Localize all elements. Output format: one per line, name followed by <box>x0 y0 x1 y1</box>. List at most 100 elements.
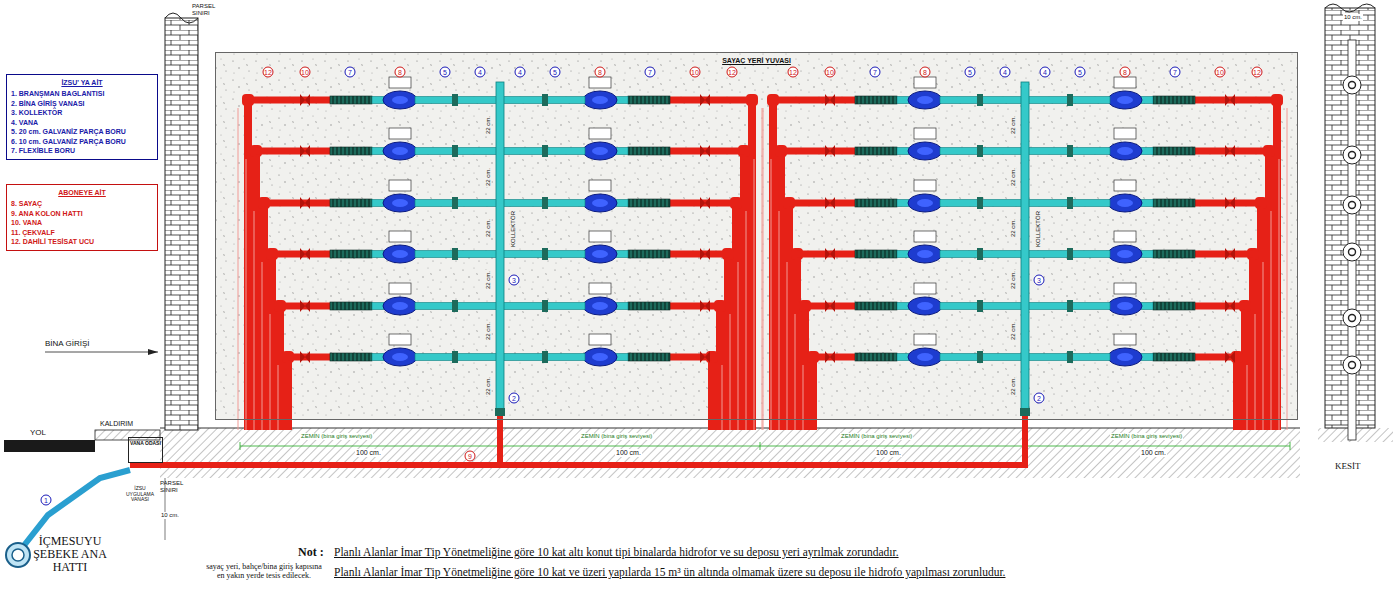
water-meter <box>592 96 608 104</box>
dimension-label: 10 cm. <box>1343 14 1363 21</box>
meter-tag <box>914 231 936 242</box>
section-meter <box>1349 202 1356 209</box>
water-meter <box>592 250 608 258</box>
meter-tag <box>389 128 411 139</box>
dimension-label: 22 cm. <box>1010 376 1017 396</box>
valve <box>542 300 548 312</box>
water-meter <box>917 302 933 310</box>
water-meter <box>592 199 608 207</box>
dimension-label: 100 cm. <box>355 449 382 457</box>
legend-item: 1. BRANŞMAN BAGLANTISI <box>11 89 153 98</box>
dimension-label: 22 cm. <box>485 218 492 238</box>
riser-pipe <box>779 211 780 430</box>
riser-pipe <box>278 365 279 430</box>
water-meter <box>383 245 417 263</box>
main-column-pipe <box>1022 415 1028 468</box>
riser-pipe <box>809 353 817 430</box>
callout-number: 10 <box>1215 67 1226 78</box>
flexible-pipe <box>1153 147 1195 155</box>
water-meter <box>1117 250 1133 258</box>
water-meter <box>1117 302 1133 310</box>
water-meter <box>383 348 417 366</box>
valve <box>300 351 310 363</box>
parcel-wall <box>165 18 198 430</box>
meter-tag <box>914 180 936 191</box>
valve-chamber: VANA ODASI <box>128 437 163 463</box>
valve <box>452 351 458 363</box>
legend-item: 8. SAYAÇ <box>11 199 153 208</box>
water-meter <box>392 353 408 361</box>
valve <box>542 145 548 157</box>
red-pipe <box>248 97 330 104</box>
riser-pipe <box>801 302 809 430</box>
callout-number: 4 <box>515 67 526 78</box>
valve <box>1225 145 1235 157</box>
riser-pipe <box>254 211 255 430</box>
callout-number: 9 <box>465 451 476 462</box>
valve <box>452 197 458 209</box>
valve <box>977 94 983 106</box>
flexible-pipe <box>330 353 372 361</box>
red-pipe <box>781 148 855 155</box>
flexible-pipe <box>330 199 372 207</box>
riser-pipe <box>244 96 252 430</box>
riser-pipe <box>1257 199 1265 430</box>
flexible-pipe <box>1153 199 1195 207</box>
flexible-pipe <box>855 250 897 258</box>
riser-pipe <box>1233 353 1241 430</box>
water-meter <box>383 91 417 109</box>
flexible-pipe <box>628 250 670 258</box>
section-pipe <box>1348 40 1356 440</box>
water-meter <box>392 250 408 258</box>
collector-label: KOLLEKTÖR <box>1035 210 1042 248</box>
riser-pipe <box>769 96 777 430</box>
main-column-pipe <box>130 462 1028 468</box>
legend-item: 6. 10 cm. GALVANİZ PARÇA BORU <box>11 137 153 146</box>
water-meter <box>1108 91 1142 109</box>
dimension-label: 10 cm. <box>160 512 180 519</box>
valve <box>825 94 835 106</box>
flexible-pipe <box>628 199 670 207</box>
valve <box>300 197 310 209</box>
water-meter <box>917 199 933 207</box>
riser-pipe <box>1255 314 1256 430</box>
callout-number: 8 <box>920 67 931 78</box>
callout-number: 3 <box>1034 275 1045 286</box>
red-pipe <box>256 148 330 155</box>
water-meter <box>383 297 417 315</box>
valve <box>452 248 458 260</box>
valve <box>1225 94 1235 106</box>
meter-tag <box>1114 334 1136 345</box>
callout-number: 5 <box>440 67 451 78</box>
callout-number: 7 <box>345 67 356 78</box>
water-meter <box>917 96 933 104</box>
meter-tag <box>589 77 611 88</box>
ground-label: ZEMİN (bina giriş seviyesi) <box>580 433 653 440</box>
legend-item: 12. DAHİLİ TESİSAT UCU <box>11 237 153 246</box>
section-meter <box>1349 152 1356 159</box>
water-meter <box>1108 142 1142 160</box>
heading: ABONEYE AİT <box>11 188 153 197</box>
valve <box>977 145 983 157</box>
riser-pipe <box>793 250 801 430</box>
riser-pipe <box>1271 211 1272 430</box>
valve <box>977 351 983 363</box>
legend-item: 4. VANA <box>11 118 153 127</box>
valve <box>825 145 835 157</box>
dimension-tick <box>760 442 761 450</box>
callout-number: 4 <box>475 67 486 78</box>
note-text: Planlı Alanlar İmar Tip Yönetmeliğine gö… <box>334 566 1005 579</box>
water-meter <box>583 348 617 366</box>
callout-number: 12 <box>263 67 274 78</box>
riser-pipe <box>276 302 284 430</box>
callout-number: 10 <box>825 67 836 78</box>
flexible-pipe <box>330 302 372 310</box>
dimension-label: 22 cm. <box>485 167 492 187</box>
callout-number: 7 <box>1170 67 1181 78</box>
red-pipe <box>1195 251 1253 258</box>
riser-pipe <box>1241 302 1249 430</box>
flexible-pipe <box>1153 302 1195 310</box>
collector-label: KOLLEKTÖR <box>510 210 517 248</box>
dimension-label: 100 cm. <box>875 449 902 457</box>
